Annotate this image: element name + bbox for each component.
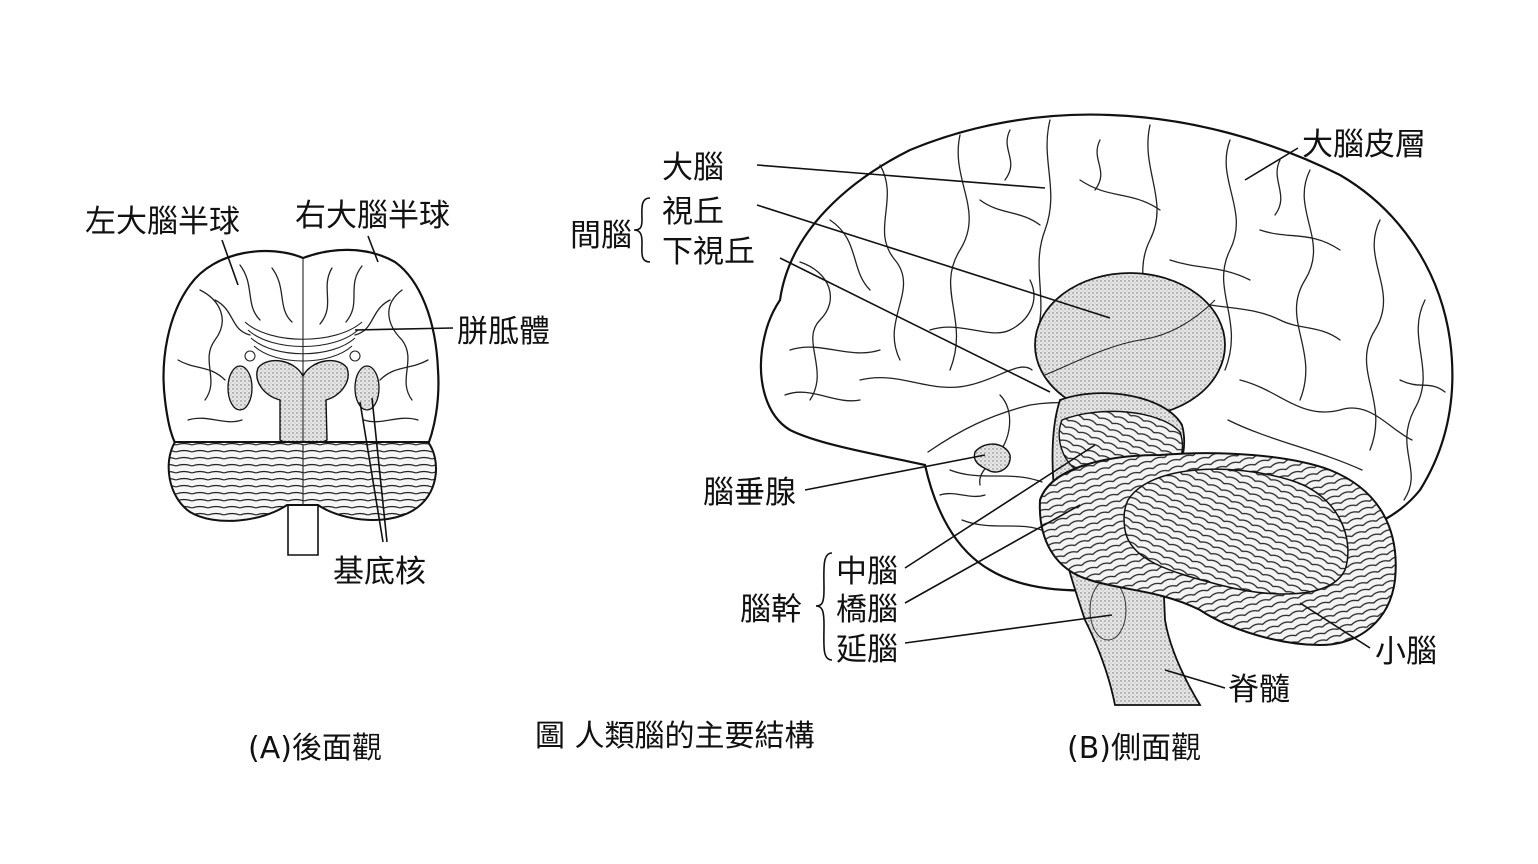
gyrus-line bbox=[177, 359, 226, 381]
posterior-spinal-cord bbox=[287, 499, 319, 556]
pituitary-gland bbox=[973, 443, 1011, 473]
thalamus-inner-curve bbox=[1044, 299, 1216, 376]
gyrus-line bbox=[979, 199, 1041, 226]
lateral-gyri bbox=[784, 119, 1446, 533]
label-medulla: 延腦 bbox=[836, 632, 898, 668]
label-corpus-callosum: 胼胝體 bbox=[457, 314, 550, 350]
caption-lateral-view: (B)側面觀 bbox=[1067, 731, 1201, 766]
gyrus-line bbox=[1227, 419, 1363, 471]
label-brainstem: 腦幹 bbox=[740, 592, 802, 628]
gyrus-line bbox=[784, 391, 861, 402]
basal-ganglia-left bbox=[227, 365, 253, 411]
corpus-callosum-arc bbox=[253, 345, 353, 362]
figure-caption: 圖 人類腦的主要結構 bbox=[535, 719, 815, 754]
gyrus-line bbox=[345, 265, 363, 323]
leader-line-corpus-callosum bbox=[354, 327, 454, 331]
leader-line-left-hemisphere bbox=[221, 239, 239, 286]
label-hypothalamus: 下視丘 bbox=[662, 234, 755, 270]
posterior-labels: 左大腦半球 右大腦半球 胼胝體 基底核 (A)後面觀 bbox=[85, 198, 550, 766]
label-diencephalon: 間腦 bbox=[570, 218, 632, 254]
corpus-callosum-arcs bbox=[244, 321, 363, 362]
leader-line-pituitary bbox=[804, 454, 986, 491]
gyrus-line bbox=[1004, 129, 1012, 181]
posterior-gyri bbox=[177, 264, 429, 423]
gyrus-line bbox=[239, 264, 261, 321]
gyrus-line bbox=[799, 261, 831, 401]
gyrus-line bbox=[829, 219, 871, 291]
gyrus-line bbox=[1365, 219, 1385, 451]
label-midbrain: 中腦 bbox=[836, 554, 898, 590]
medulla-olive bbox=[1089, 579, 1127, 641]
label-pons: 橋腦 bbox=[836, 592, 898, 628]
gyrus-line bbox=[388, 289, 413, 401]
diencephalon-brace bbox=[633, 197, 651, 263]
label-basal-ganglia: 基底核 bbox=[333, 554, 426, 590]
gyrus-line bbox=[1094, 139, 1102, 191]
leader-line-medulla bbox=[904, 614, 1113, 644]
leader-line-basal-ganglia-2 bbox=[371, 397, 388, 543]
gyrus-line bbox=[319, 267, 333, 325]
label-spinal-cord: 脊髓 bbox=[1228, 672, 1290, 708]
caption-posterior-view: (A)後面觀 bbox=[248, 731, 382, 766]
lateral-labels: 大腦 視丘 下視丘 間腦 大腦皮層 腦垂腺 中腦 橋腦 延腦 腦幹 小腦 脊髓 … bbox=[570, 127, 1437, 766]
gyrus-line bbox=[939, 492, 986, 498]
leader-line-thalamus bbox=[756, 204, 1111, 319]
gyrus-line bbox=[363, 417, 419, 423]
gyrus-line bbox=[354, 299, 391, 336]
brainstem-brace bbox=[815, 552, 833, 661]
gyrus-line bbox=[1239, 379, 1413, 441]
leader-line-pons bbox=[904, 504, 1081, 604]
leader-line-spinal-cord bbox=[1164, 669, 1226, 689]
label-thalamus: 視丘 bbox=[662, 194, 724, 230]
gyrus-line bbox=[1079, 179, 1161, 211]
gyrus-line bbox=[214, 299, 251, 336]
gyrus-line bbox=[1189, 299, 1341, 341]
gyrus-line bbox=[1222, 139, 1237, 371]
gyrus-line bbox=[379, 359, 429, 381]
leader-line-midbrain bbox=[904, 444, 1096, 569]
gyrus-line bbox=[199, 289, 223, 401]
gyrus-line bbox=[859, 366, 1033, 389]
label-pituitary: 腦垂腺 bbox=[703, 475, 796, 511]
label-cerebral-cortex: 大腦皮層 bbox=[1302, 127, 1426, 163]
gyrus-line bbox=[949, 134, 970, 371]
leader-line-right-hemisphere bbox=[367, 235, 379, 263]
gyrus-line bbox=[1169, 259, 1251, 281]
corpus-callosum-arc bbox=[247, 329, 359, 348]
gyrus-line bbox=[1274, 159, 1282, 216]
lateral-view-illustration bbox=[759, 113, 1454, 706]
gyrus-line bbox=[271, 267, 293, 323]
leader-line-cerebral-cortex bbox=[1244, 147, 1299, 181]
corpus-callosum-arc bbox=[250, 337, 356, 355]
leader-line-cerebellum bbox=[1299, 602, 1371, 649]
leader-line-cerebrum bbox=[756, 164, 1046, 189]
basal-ganglia-right bbox=[354, 365, 380, 411]
posterior-view-illustration bbox=[162, 248, 440, 556]
gyrus-line bbox=[949, 469, 1043, 483]
ventricle-dot-left bbox=[244, 350, 256, 362]
label-left-hemisphere: 左大腦半球 bbox=[85, 204, 240, 240]
gyrus-line bbox=[187, 417, 243, 423]
label-right-hemisphere: 右大腦半球 bbox=[295, 198, 450, 234]
ventricle-dot-right bbox=[349, 350, 361, 362]
gyrus-line bbox=[1259, 229, 1341, 251]
gyrus-line bbox=[1295, 169, 1315, 401]
gyrus-line bbox=[929, 279, 1035, 334]
gyrus-line bbox=[1403, 299, 1426, 501]
leader-line-basal-ganglia-1 bbox=[359, 401, 384, 543]
gyrus-line bbox=[879, 164, 905, 361]
gyrus-line bbox=[1399, 379, 1446, 393]
leader-line-hypothalamus bbox=[779, 257, 1051, 393]
gyrus-line bbox=[1034, 119, 1052, 341]
leader-lines bbox=[221, 147, 1371, 689]
label-cerebellum: 小腦 bbox=[1375, 634, 1437, 670]
gyrus-line bbox=[789, 346, 881, 354]
cerebellum-hemisphere bbox=[1123, 468, 1349, 595]
label-cerebrum: 大腦 bbox=[662, 150, 724, 186]
corpus-callosum-arc bbox=[244, 321, 363, 340]
